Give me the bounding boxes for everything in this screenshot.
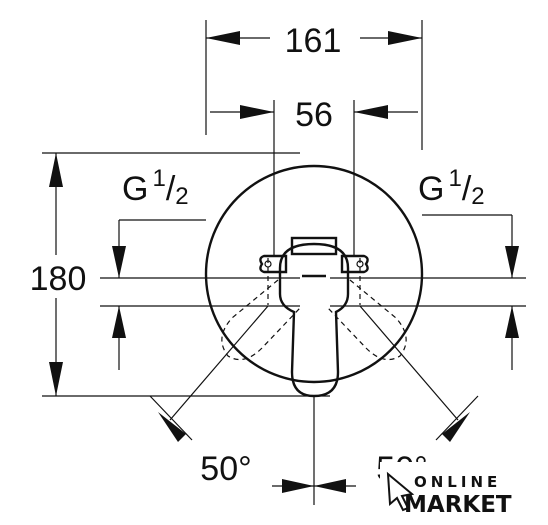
watermark-online-market: ONLINE MARKET bbox=[380, 462, 520, 522]
dim-180-label: 180 bbox=[30, 260, 87, 298]
dim-56-group: 56 bbox=[210, 96, 418, 255]
lever-swing-outline bbox=[221, 258, 407, 361]
angle-left-label: 50° bbox=[200, 450, 251, 488]
watermark-line1: ONLINE bbox=[414, 473, 501, 491]
dim-56-label: 56 bbox=[295, 96, 333, 134]
dim-161-group: 161 bbox=[205, 20, 423, 150]
angle-left-group: 50° bbox=[149, 305, 269, 488]
bottom-arrows bbox=[272, 479, 356, 493]
watermark-line2: MARKET bbox=[404, 492, 512, 518]
dim-180-group: 180 bbox=[30, 152, 330, 397]
dim-161-label: 161 bbox=[285, 22, 342, 60]
cursor-arrow-icon bbox=[386, 471, 415, 512]
rosette-plate bbox=[204, 164, 424, 384]
angle-right-group: 50° bbox=[359, 305, 479, 488]
mixer-lever bbox=[259, 236, 369, 398]
